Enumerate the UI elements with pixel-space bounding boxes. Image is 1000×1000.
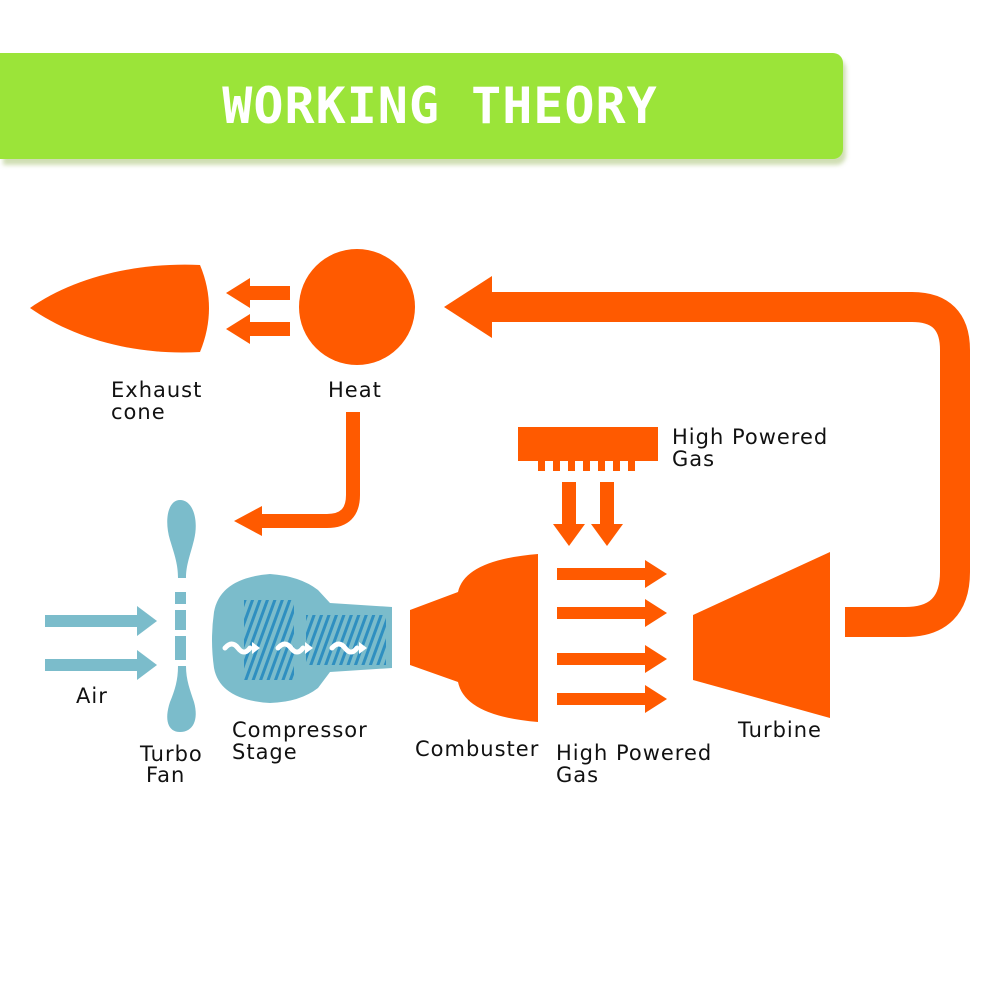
compressor-blades (244, 600, 386, 680)
air-label: Air (76, 684, 108, 708)
exhaust-cone-label-line2: cone (111, 400, 166, 424)
turbo-fan-label-line2: Fan (146, 763, 186, 787)
air-arrows (45, 606, 157, 680)
compressor-flow-arrows (222, 641, 367, 655)
turbine-shape (693, 552, 830, 718)
combuster-label: Combuster (415, 737, 540, 761)
gas-right-arrows (557, 560, 667, 713)
turbo-fan-label-line1: Turbo (140, 742, 203, 766)
heat-label: Heat (328, 378, 382, 402)
high-powered-gas-bottom-label-line2: Gas (556, 763, 600, 787)
exhaust-cone-shape (30, 264, 209, 353)
page-title: WORKING THEORY (222, 77, 658, 135)
compressor-stage-label-line2: Stage (232, 740, 298, 764)
compressor-stage-label-line1: Compressor (232, 718, 368, 742)
heat-to-fan-arrow (262, 412, 360, 528)
heat-to-fan-arrow-head (234, 506, 262, 536)
turbo-fan-blades (167, 500, 196, 732)
high-powered-gas-top-label-line1: High Powered (672, 425, 829, 449)
combuster-shape (410, 554, 538, 722)
high-powered-gas-top-label-line2: Gas (672, 447, 716, 471)
exhaust-cone-label-line1: Exhaust (111, 378, 203, 402)
turbine-to-heat-loop-arrow (490, 292, 970, 637)
title-banner (0, 53, 843, 159)
high-powered-gas-bottom-label-line1: High Powered (556, 741, 713, 765)
gas-down-arrows (553, 482, 623, 546)
loop-arrow-head (444, 276, 492, 338)
heat-circle (299, 249, 415, 365)
high-powered-gas-comb (518, 427, 658, 471)
turbine-label: Turbine (738, 718, 822, 742)
heat-to-exhaust-arrows (226, 278, 290, 344)
